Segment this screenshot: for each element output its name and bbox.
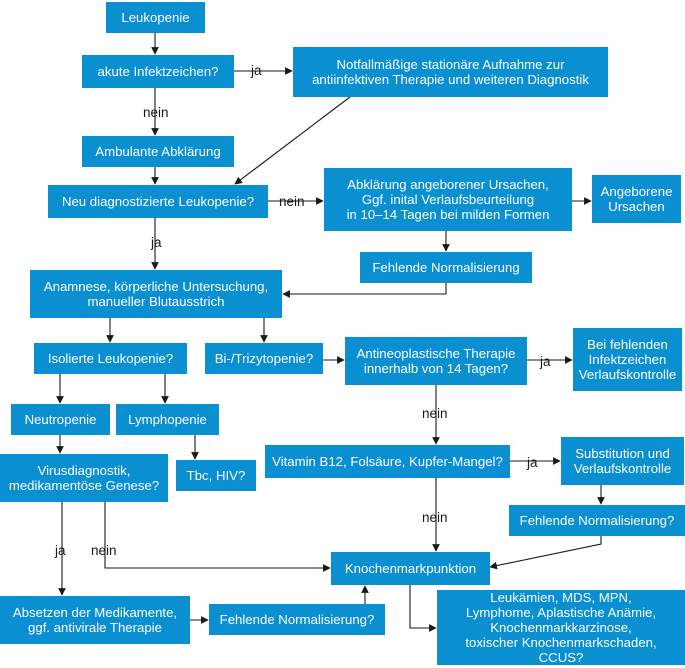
edge-label-nein-vitamin: nein [422, 510, 448, 525]
node-abklaerung-angeboren: Abklärung angeborener Ursachen, Ggf. ini… [324, 168, 572, 231]
node-akute-infektzeichen: akute Infektzeichen? [82, 55, 234, 88]
edge-knochen-leukaemien [409, 585, 437, 632]
node-fehlende-normalisierung-3: Fehlende Normalisierung? [209, 604, 385, 635]
node-antineoplastische-therapie: Antineoplastische Therapie innerhalb von… [345, 337, 527, 385]
edge-virus-knochen [104, 502, 331, 572]
node-isolierte-leukopenie: Isolierte Leukopenie? [34, 343, 187, 374]
node-ambulante-abklaerung: Ambulante Abklärung [82, 136, 234, 167]
edge-label-nein-virus: nein [91, 543, 117, 558]
node-knochenmarkpunktion: Knochenmarkpunktion [331, 552, 490, 585]
edge-label-ja-antineo: ja [540, 354, 551, 369]
edge-fehl1-anamnese [282, 283, 447, 298]
edge-label-ja-vitamin: ja [527, 455, 538, 470]
node-tbc-hiv: Tbc, HIV? [176, 460, 256, 491]
node-fehlende-normalisierung-2: Fehlende Normalisierung? [509, 505, 685, 536]
node-absetzen-medikamente: Absetzen der Medikamente, ggf. antiviral… [0, 596, 190, 644]
edge-label-nein-antineo: nein [422, 406, 448, 421]
edge-label-ja-akute: ja [251, 63, 262, 78]
node-anamnese: Anamnese, körperliche Untersuchung, manu… [30, 270, 282, 318]
edge-label-ja-virus: ja [55, 543, 66, 558]
edge-label-nein-akute: nein [143, 105, 169, 120]
node-fehlende-normalisierung-1: Fehlende Normalisierung [360, 252, 532, 283]
edge-notfall-neu [234, 96, 351, 185]
node-lymphopenie: Lymphopenie [116, 404, 219, 435]
node-neutropenie: Neutropenie [11, 404, 110, 435]
node-angeborene-ursachen: Angeborene Ursachen [592, 175, 681, 223]
node-bi-trizytopenie: Bi-/Trizytopenie? [205, 343, 323, 374]
edge-label-nein-neu: nein [279, 194, 305, 209]
node-virusdiagnostik: Virusdiagnostik, medikamentöse Genese? [0, 454, 168, 502]
node-vitamin-mangel: Vitamin B12, Folsäure, Kupfer-Mangel? [265, 445, 510, 478]
node-leukaemien: Leukämien, MDS, MPN, Lymphome, Aplastisc… [437, 590, 685, 665]
node-substitution: Substitution und Verlaufskontrolle [561, 437, 684, 485]
edge-fehl2-knochen [489, 536, 602, 570]
node-leukopenie: Leukopenie [106, 2, 205, 33]
node-neu-diagnostiziert: Neu diagnostizierte Leukopenie? [48, 185, 268, 218]
node-bei-fehlenden-infektzeichen: Bei fehlenden Infektzeichen Verlaufskont… [573, 328, 682, 391]
edge-label-ja-neu: ja [151, 235, 162, 250]
node-notfallaufnahme: Notfallmäßige stationäre Aufnahme zur an… [293, 47, 608, 97]
